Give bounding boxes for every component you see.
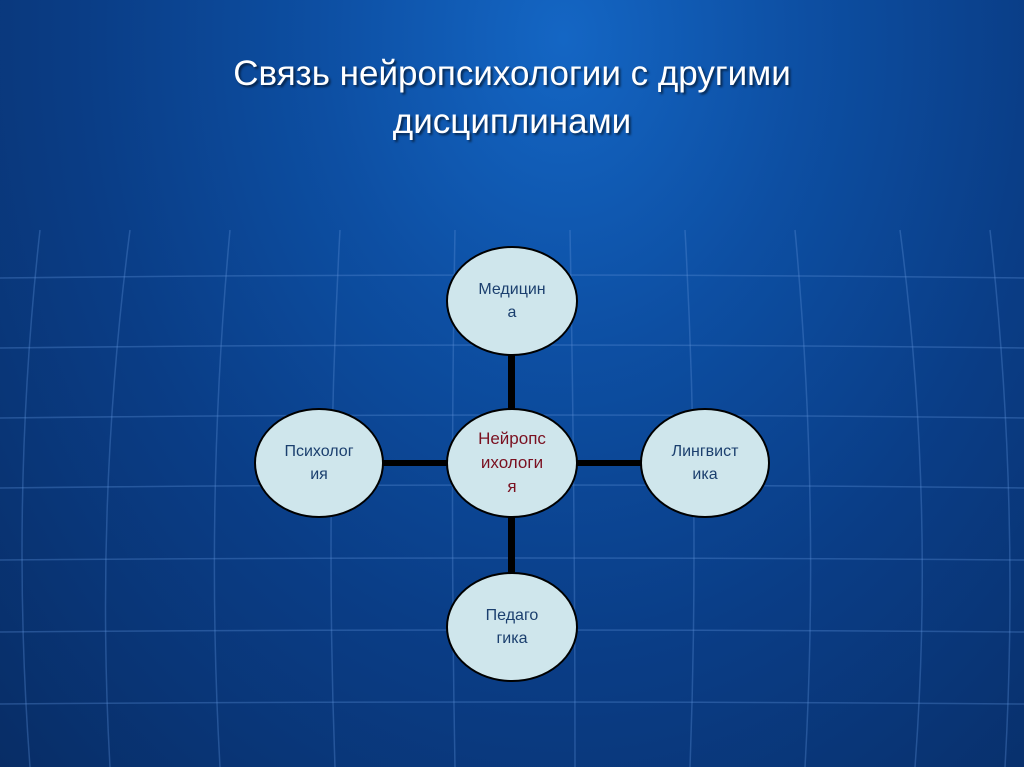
title-line-2: дисциплинами [392, 102, 632, 141]
slide-title: Связь нейропсихологии с другими дисципли… [0, 50, 1024, 146]
connector-bottom [508, 515, 515, 575]
node-neuropsychology-line-1: Нейропс [478, 429, 546, 448]
node-neuropsychology: Нейропс ихологи я [446, 408, 578, 518]
title-line-1: Связь нейропсихологии с другими [233, 54, 791, 93]
node-psychology-line-1: Психолог [284, 443, 354, 460]
connector-left [380, 460, 450, 466]
node-linguistics-line-1: Лингвист [671, 443, 739, 460]
node-medicine: Медицин а [446, 246, 578, 356]
node-psychology: Психолог ия [254, 408, 384, 518]
node-pedagogy-line-2: гика [496, 630, 528, 647]
node-pedagogy-line-1: Педаго [485, 607, 539, 624]
connector-right [574, 460, 644, 466]
node-pedagogy: Педаго гика [446, 572, 578, 682]
node-linguistics: Лингвист ика [640, 408, 770, 518]
node-psychology-line-2: ия [310, 466, 328, 483]
node-medicine-line-2: а [507, 304, 517, 321]
node-medicine-line-1: Медицин [478, 281, 546, 298]
node-linguistics-line-2: ика [692, 466, 718, 483]
node-neuropsychology-line-3: я [507, 477, 517, 496]
connector-top [508, 352, 515, 412]
node-neuropsychology-line-2: ихологи [480, 453, 544, 472]
